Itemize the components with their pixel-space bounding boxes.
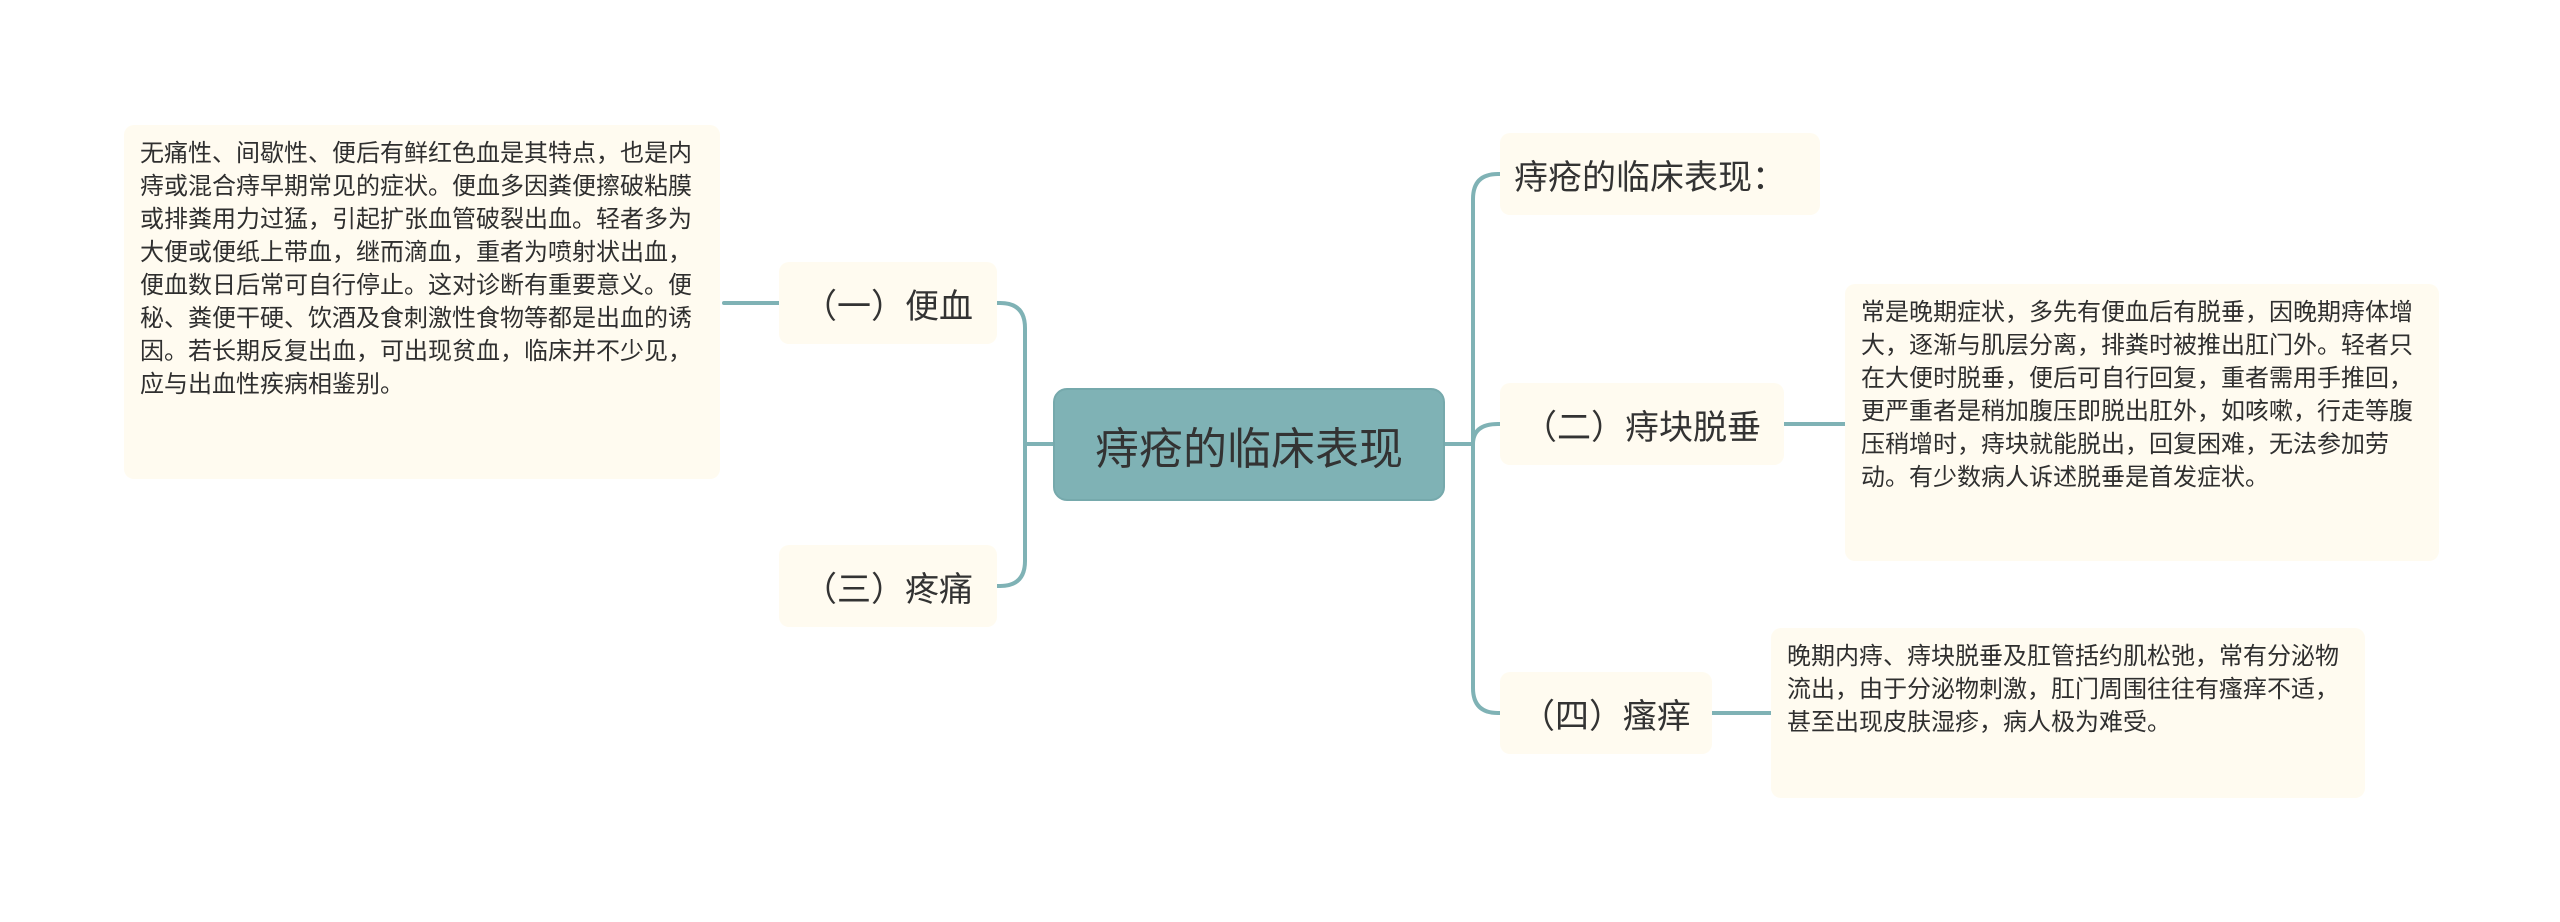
- intro-topic[interactable]: 痔疮的临床表现：: [1500, 133, 1820, 215]
- detail-prolapse-text: 常是晚期症状，多先有便血后有脱垂，因晚期痔体增大，逐渐与肌层分离，排粪时被推出肛…: [1861, 298, 2413, 491]
- root-topic[interactable]: 痔疮的临床表现: [1053, 388, 1445, 501]
- detail-prolapse[interactable]: 常是晚期症状，多先有便血后有脱垂，因晚期痔体增大，逐渐与肌层分离，排粪时被推出肛…: [1845, 284, 2439, 561]
- topic-itch[interactable]: （四）瘙痒: [1500, 672, 1712, 754]
- detail-itch[interactable]: 晚期内痔、痔块脱垂及肛管括约肌松弛，常有分泌物流出，由于分泌物刺激，肛门周围往往…: [1771, 628, 2365, 798]
- connector-right-to-intro: [1471, 172, 1502, 446]
- intro-topic-label: 痔疮的临床表现：: [1514, 157, 1786, 198]
- detail-bleeding-text: 无痛性、间歇性、便后有鲜红色血是其特点，也是内痔或混合痔早期常见的症状。便血多因…: [140, 139, 692, 398]
- topic-itch-label: （四）瘙痒: [1521, 696, 1691, 737]
- topic-pain[interactable]: （三）疼痛: [779, 545, 997, 627]
- topic-bleeding-label: （一）便血: [803, 286, 973, 327]
- topic-bleeding[interactable]: （一）便血: [779, 262, 997, 344]
- root-topic-label: 痔疮的临床表现: [1095, 423, 1403, 475]
- connector-left-to-bleeding: [995, 301, 1027, 446]
- detail-itch-text: 晚期内痔、痔块脱垂及肛管括约肌松弛，常有分泌物流出，由于分泌物刺激，肛门周围往往…: [1787, 642, 2339, 736]
- detail-bleeding[interactable]: 无痛性、间歇性、便后有鲜红色血是其特点，也是内痔或混合痔早期常见的症状。便血多因…: [124, 125, 720, 479]
- connector-right-to-itch: [1471, 442, 1502, 715]
- topic-pain-label: （三）疼痛: [803, 569, 973, 610]
- connector-right-to-prolapse: [1471, 422, 1502, 446]
- connector-left-to-pain: [995, 442, 1027, 588]
- topic-prolapse-label: （二）痔块脱垂: [1523, 407, 1761, 448]
- topic-prolapse[interactable]: （二）痔块脱垂: [1500, 383, 1784, 465]
